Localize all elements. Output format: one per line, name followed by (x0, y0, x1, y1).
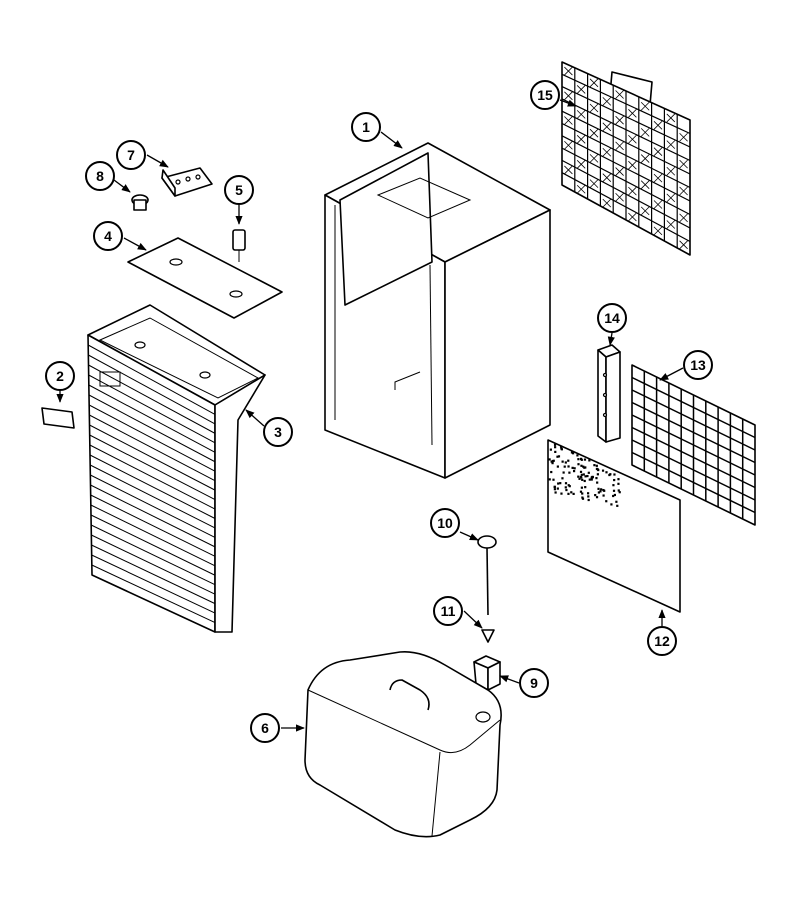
svg-text:13: 13 (690, 357, 706, 373)
svg-text:10: 10 (437, 515, 453, 531)
front-panel-part (87, 304, 266, 633)
callout-10: 10 (430, 508, 460, 538)
svg-text:4: 4 (104, 228, 112, 244)
svg-text:1: 1 (362, 119, 370, 135)
screw-part (481, 629, 495, 643)
callout-14: 14 (597, 303, 627, 333)
cabinet-part (324, 142, 551, 479)
knob-part (131, 194, 149, 211)
callout-6: 6 (250, 713, 280, 743)
svg-text:8: 8 (96, 168, 104, 184)
svg-text:11: 11 (441, 603, 456, 619)
callout-4: 4 (93, 221, 123, 251)
pin-part (477, 535, 497, 616)
svg-text:3: 3 (274, 424, 282, 440)
svg-text:14: 14 (604, 310, 620, 326)
callout-8: 8 (85, 161, 115, 191)
svg-text:12: 12 (654, 633, 670, 649)
svg-text:2: 2 (56, 368, 64, 384)
callout-7: 7 (116, 140, 146, 170)
leader-lines (56, 99, 684, 732)
callout-9: 9 (519, 668, 549, 698)
bracket-part (161, 167, 213, 197)
callout-15: 15 (530, 80, 560, 110)
svg-text:7: 7 (127, 147, 135, 163)
mounting-rail-part (597, 344, 621, 443)
plate-part (127, 237, 283, 319)
wire-mesh-part (631, 364, 756, 526)
callout-13: 13 (683, 350, 713, 380)
callout-3: 3 (263, 417, 293, 447)
svg-text:15: 15 (537, 87, 553, 103)
callout-5: 5 (224, 175, 254, 205)
label-part (41, 407, 75, 429)
callout-11: 11 (433, 596, 463, 626)
filter-pad-part (547, 439, 681, 613)
callout-2: 2 (45, 361, 75, 391)
grille-panel-part (561, 61, 691, 256)
svg-text:9: 9 (530, 675, 538, 691)
svg-text:6: 6 (261, 720, 269, 736)
svg-text:5: 5 (235, 182, 243, 198)
water-tank-part (304, 650, 502, 838)
callout-12: 12 (647, 626, 677, 656)
callout-1: 1 (351, 112, 381, 142)
switch-part (232, 229, 246, 262)
